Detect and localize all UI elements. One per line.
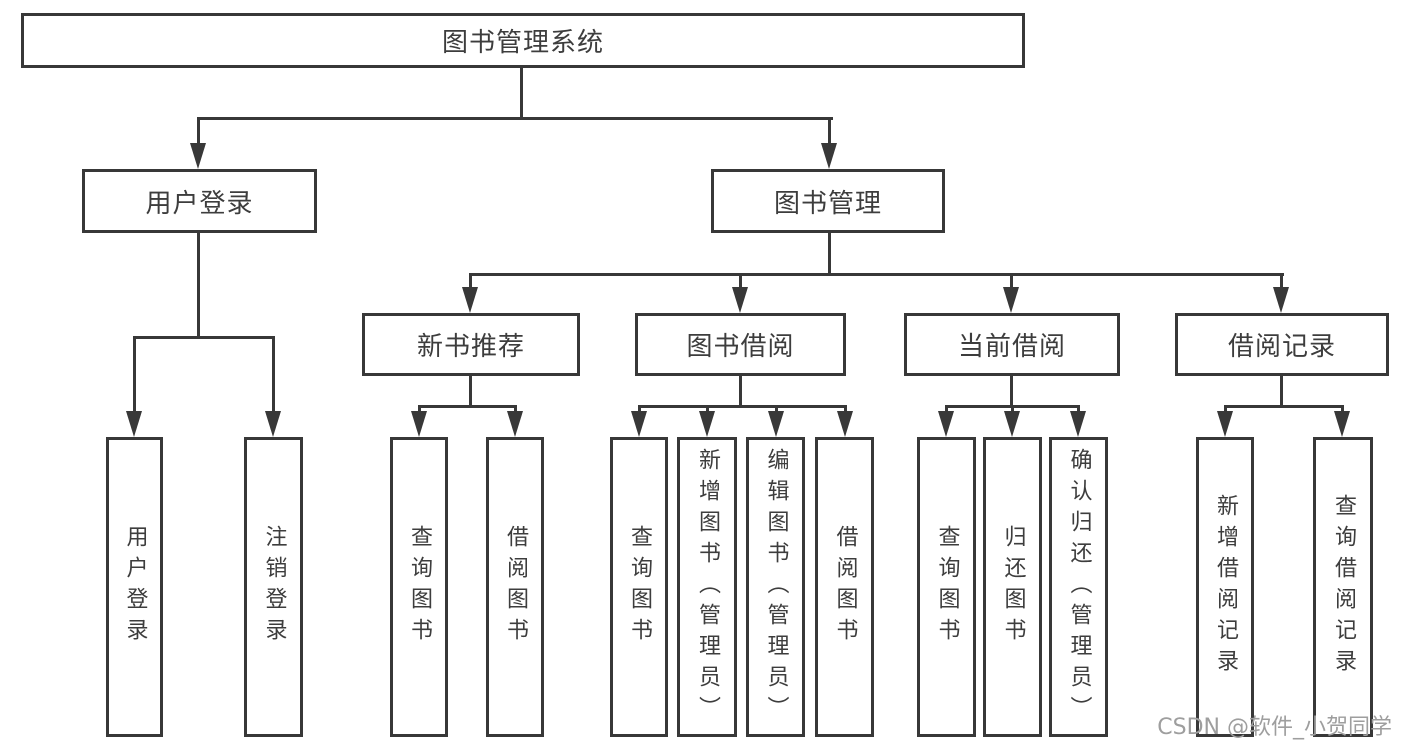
arrow-down-icon <box>732 287 748 313</box>
node-label: 当前借阅 <box>957 332 1066 362</box>
node-label: 归还图书 <box>1000 525 1026 649</box>
csdn-watermark: CSDN @软件_小贺同学 <box>1157 715 1392 740</box>
arrow-down-icon <box>1273 287 1289 313</box>
node-leaf-query-borrow-record: 查询借阅记录 <box>1313 437 1373 737</box>
connector-group-drop <box>1010 376 1013 407</box>
node-leaf-add-books-admin: 新增图书（管理员） <box>677 437 737 737</box>
connector-stem <box>197 117 200 147</box>
node-label: 查询图书 <box>407 525 432 649</box>
connector-stem <box>1077 405 1080 415</box>
arrow-down-icon <box>126 411 142 437</box>
connector-userlogin-drop <box>197 233 200 338</box>
connector-stem <box>706 405 709 415</box>
arrow-down-icon <box>768 411 784 437</box>
node-leaf-query-books: 查询图书 <box>390 437 448 737</box>
connector-stem <box>469 273 472 291</box>
arrow-down-icon <box>507 411 523 437</box>
node-label: 图书借阅 <box>686 332 795 362</box>
connector-level3-rail <box>469 273 1284 276</box>
arrow-down-icon <box>1004 411 1020 437</box>
connector-stem <box>828 117 831 147</box>
node-label: 编辑图书（管理员） <box>763 447 789 727</box>
arrow-down-icon <box>821 143 837 169</box>
node-label: 查询图书 <box>627 525 652 649</box>
arrow-down-icon <box>190 143 206 169</box>
arrow-down-icon <box>1217 411 1233 437</box>
connector-group-drop <box>469 376 472 407</box>
connector-group-rail <box>418 405 517 408</box>
node-leaf-add-borrow-record: 新增借阅记录 <box>1196 437 1254 737</box>
connector-stem <box>514 405 517 415</box>
connector-stem <box>133 336 136 414</box>
node-leaf-return-books: 归还图书 <box>983 437 1042 737</box>
node-label: 新增借阅记录 <box>1213 494 1238 680</box>
node-label: 新书推荐 <box>416 332 525 362</box>
arrow-down-icon <box>411 411 427 437</box>
node-borrow-records: 借阅记录 <box>1175 313 1389 376</box>
node-leaf-logout: 注销登录 <box>244 437 303 737</box>
node-leaf-borrow-books: 借阅图书 <box>486 437 544 737</box>
arrow-down-icon <box>938 411 954 437</box>
connector-stem <box>1010 273 1013 291</box>
node-label: 用户登录 <box>122 525 148 649</box>
connector-bookmgmt-drop <box>828 232 831 276</box>
connector-stem <box>1341 405 1344 415</box>
connector-group-rail <box>638 405 847 408</box>
connector-stem <box>844 405 847 415</box>
connector-stem <box>272 336 275 414</box>
arrow-down-icon <box>1070 411 1086 437</box>
node-current-borrowing: 当前借阅 <box>904 313 1120 376</box>
node-label: 借阅图书 <box>832 525 858 649</box>
node-leaf-borrow-books: 借阅图书 <box>815 437 874 737</box>
node-user-login: 用户登录 <box>82 169 317 233</box>
node-label: 借阅记录 <box>1227 332 1336 362</box>
node-label: 新增图书（管理员） <box>695 447 720 727</box>
connector-group-drop <box>739 376 742 407</box>
node-library-system: 图书管理系统 <box>21 13 1025 68</box>
connector-stem <box>418 405 421 415</box>
node-label: 查询图书 <box>934 525 960 649</box>
node-book-borrowing: 图书借阅 <box>635 313 846 376</box>
arrow-down-icon <box>265 411 281 437</box>
connector-root-drop <box>520 68 523 120</box>
node-leaf-query-books: 查询图书 <box>917 437 976 737</box>
node-label: 图书管理 <box>773 188 882 219</box>
node-label: 借阅图书 <box>503 525 528 649</box>
node-leaf-user-login: 用户登录 <box>106 437 163 737</box>
node-leaf-edit-books-admin: 编辑图书（管理员） <box>746 437 805 737</box>
connector-stem <box>945 405 948 415</box>
connector-stem <box>1224 405 1227 415</box>
connector-stem <box>1011 405 1014 415</box>
connector-group-rail <box>1224 405 1344 408</box>
arrow-down-icon <box>837 411 853 437</box>
arrow-down-icon <box>1334 411 1350 437</box>
connector-level2-rail <box>197 117 833 120</box>
arrow-down-icon <box>1003 287 1019 313</box>
node-book-management: 图书管理 <box>711 169 945 233</box>
node-label: 查询借阅记录 <box>1331 494 1356 680</box>
node-label: 用户登录 <box>145 188 254 219</box>
connector-group-drop <box>1280 376 1283 407</box>
connector-userlogin-rail <box>133 336 275 339</box>
connector-stem <box>1280 273 1283 291</box>
node-leaf-query-books: 查询图书 <box>610 437 668 737</box>
node-label: 注销登录 <box>261 525 287 649</box>
arrow-down-icon <box>631 411 647 437</box>
node-new-book-recommend: 新书推荐 <box>362 313 580 376</box>
node-label: 图书管理系统 <box>441 28 604 58</box>
arrow-down-icon <box>462 287 478 313</box>
node-label: 确认归还（管理员） <box>1066 447 1092 727</box>
connector-stem <box>739 273 742 291</box>
node-leaf-confirm-return-admin: 确认归还（管理员） <box>1049 437 1108 737</box>
arrow-down-icon <box>699 411 715 437</box>
connector-stem <box>775 405 778 415</box>
connector-stem <box>638 405 641 415</box>
